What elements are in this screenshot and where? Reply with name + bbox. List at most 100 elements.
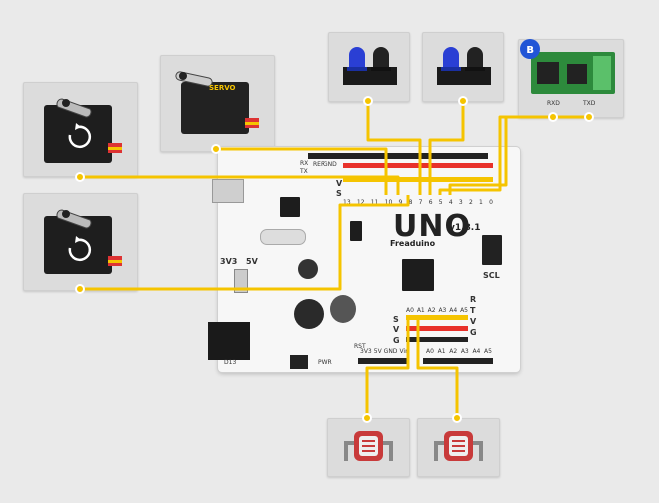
pin-number: 9 bbox=[398, 199, 403, 206]
wire-endpoint[interactable] bbox=[75, 284, 85, 294]
wire-endpoint[interactable] bbox=[458, 96, 468, 106]
label-3v3: 3V3 bbox=[220, 257, 238, 266]
row-s-label: S bbox=[336, 189, 342, 198]
power-header bbox=[358, 358, 408, 364]
ir-sensor-icon bbox=[343, 47, 397, 85]
analog-row-g-label: G bbox=[393, 336, 400, 345]
wire-endpoint[interactable] bbox=[584, 112, 594, 122]
analog-header-bottom bbox=[423, 358, 493, 364]
ir-sensor-card-1[interactable] bbox=[328, 32, 410, 102]
digital-header-top bbox=[308, 153, 488, 159]
capacitor-2 bbox=[294, 299, 324, 329]
servo-icon bbox=[175, 71, 259, 134]
power-pin-label: Vin bbox=[399, 348, 409, 355]
pin-number: 8 bbox=[408, 199, 413, 206]
capacitor-3 bbox=[330, 295, 356, 323]
reset-button[interactable] bbox=[290, 355, 308, 369]
scl-label: SCL bbox=[483, 271, 500, 280]
board-brand: Freaduino bbox=[390, 239, 436, 248]
analog-pin-label: A5 bbox=[460, 307, 468, 314]
servo-card-middle-left[interactable] bbox=[23, 193, 138, 291]
analog-row-v-label: V bbox=[393, 325, 400, 334]
analog-pin-label: A5 bbox=[484, 348, 492, 355]
digital-header-row2 bbox=[343, 163, 493, 168]
side-v-label: V bbox=[470, 317, 477, 326]
pin-number: 5 bbox=[438, 199, 443, 206]
pin-rx-label: RX bbox=[300, 160, 309, 167]
pin-tx-label: TX bbox=[300, 168, 308, 175]
analog-pin-label: A4 bbox=[449, 307, 458, 314]
wire-endpoint[interactable] bbox=[363, 96, 373, 106]
power-pin-label: 3V3 bbox=[360, 348, 372, 355]
board-version: v1.8.1 bbox=[449, 223, 481, 233]
pin-number: 10 bbox=[384, 199, 393, 206]
pin-number: 4 bbox=[448, 199, 453, 206]
icsp-header bbox=[482, 235, 502, 265]
ir-sensor-card-2[interactable] bbox=[422, 32, 504, 102]
usb-chip bbox=[280, 197, 300, 217]
wire-endpoint[interactable] bbox=[452, 413, 462, 423]
analog-header-red bbox=[406, 326, 468, 331]
side-g-label: G bbox=[470, 328, 477, 337]
servo-icon bbox=[44, 98, 122, 163]
pin-number: 1 bbox=[479, 199, 483, 206]
analog-pin-label: A0 bbox=[406, 307, 414, 314]
wire-endpoint[interactable] bbox=[548, 112, 558, 122]
power-row-labels: 3V3 5V GND Vin bbox=[360, 348, 410, 355]
arduino-uno-board[interactable]: RX TX REF GND V S 13 12 11 10 9 8 7 6 5 … bbox=[208, 147, 520, 372]
pin-number: 13 bbox=[343, 199, 351, 206]
ir-sensor-icon bbox=[437, 47, 491, 85]
row-v-label: V bbox=[336, 179, 343, 188]
light-sensor-card-1[interactable] bbox=[327, 418, 410, 477]
digital-header-row3 bbox=[343, 177, 493, 182]
wire-endpoint[interactable] bbox=[211, 144, 221, 154]
pin-number: 2 bbox=[468, 199, 473, 206]
power-pin-label: GND bbox=[383, 348, 398, 355]
light-sensor-card-2[interactable] bbox=[417, 418, 500, 477]
power-switch[interactable] bbox=[234, 269, 248, 293]
light-sensor-icon bbox=[434, 431, 483, 461]
d13-label: D13 bbox=[224, 359, 237, 366]
analog-pin-label: A3 bbox=[460, 348, 469, 355]
pin-number: 11 bbox=[370, 199, 379, 206]
bluetooth-module-icon bbox=[531, 52, 615, 94]
digital-pin-numbers: 13 12 11 10 9 8 7 6 5 4 3 2 1 0 bbox=[343, 199, 493, 207]
analog-labels-top: A0 A1 A2 A3 A4 A5 bbox=[406, 307, 468, 314]
power-pin-label: 5V bbox=[373, 348, 382, 355]
usb-connector bbox=[212, 179, 244, 203]
analog-pin-label: A1 bbox=[416, 307, 425, 314]
wire-endpoint[interactable] bbox=[362, 413, 372, 423]
servo-icon bbox=[44, 209, 122, 274]
analog-pin-label: A2 bbox=[427, 307, 436, 314]
side-t-label: T bbox=[470, 306, 476, 315]
analog-bottom-labels: A0 A1 A2 A3 A4 A5 bbox=[426, 348, 492, 355]
analog-pin-label: A2 bbox=[449, 348, 458, 355]
dc-jack bbox=[208, 322, 250, 360]
mcu-chip bbox=[402, 259, 434, 291]
crystal bbox=[260, 229, 306, 245]
bluetooth-rxd-label: RXD bbox=[547, 100, 560, 107]
analog-pin-label: A4 bbox=[472, 348, 481, 355]
bluetooth-icon: ʙ bbox=[520, 39, 540, 59]
pin-number: 0 bbox=[489, 199, 493, 206]
pin-gnd-label: GND bbox=[323, 161, 337, 168]
analog-header-black bbox=[406, 337, 468, 342]
bluetooth-txd-label: TXD bbox=[583, 100, 596, 107]
rst-label: RST bbox=[354, 343, 366, 350]
analog-pin-label: A3 bbox=[438, 307, 447, 314]
wire-endpoint[interactable] bbox=[75, 172, 85, 182]
pin-number: 12 bbox=[356, 199, 365, 206]
analog-row-s-label: S bbox=[393, 315, 399, 324]
servo-card-top-left[interactable] bbox=[23, 82, 138, 177]
analog-pin-label: A0 bbox=[426, 348, 434, 355]
label-5v: 5V bbox=[246, 257, 258, 266]
capacitor-1 bbox=[298, 259, 318, 279]
pwr-label: PWR bbox=[318, 359, 332, 366]
pin-number: 3 bbox=[458, 199, 463, 206]
servo-label: SERVO bbox=[209, 84, 236, 92]
regulator-chip bbox=[350, 221, 362, 241]
pin-number: 7 bbox=[418, 199, 423, 206]
servo-card-small[interactable]: SERVO bbox=[160, 55, 275, 152]
bluetooth-module-card[interactable]: RXD TXD bbox=[518, 39, 624, 118]
analog-pin-label: A1 bbox=[437, 348, 446, 355]
